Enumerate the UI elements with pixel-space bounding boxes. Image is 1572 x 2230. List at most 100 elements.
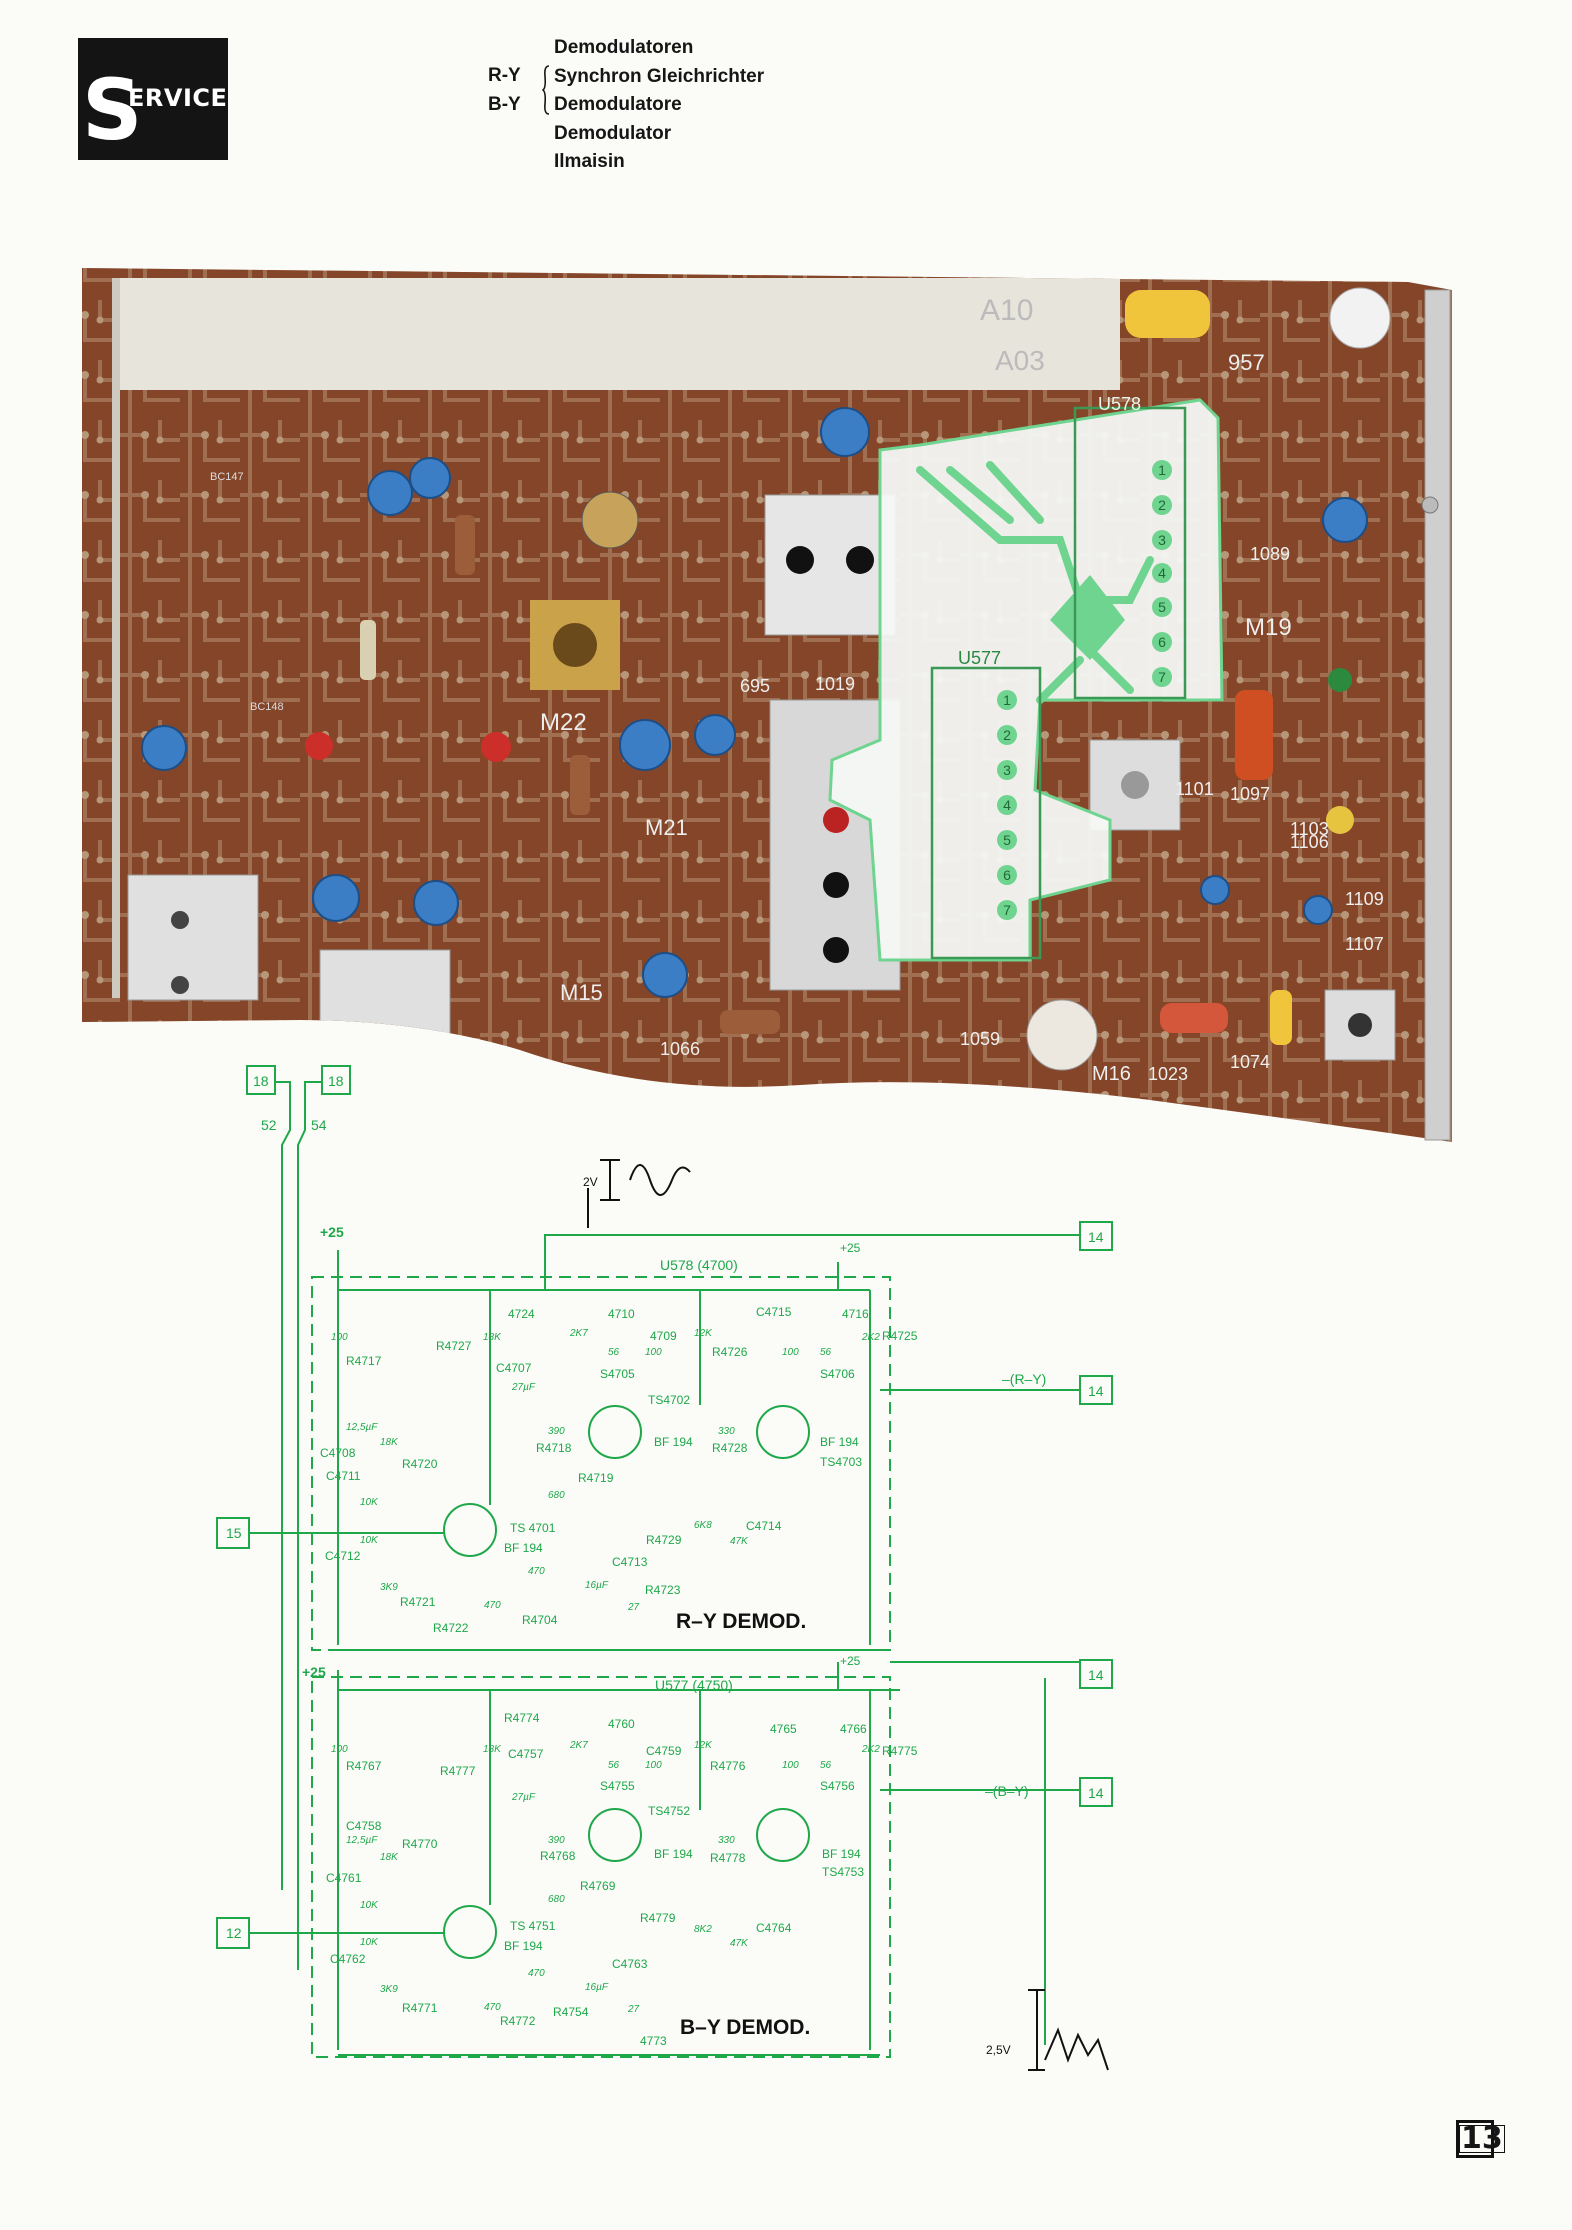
component-label: R4767	[346, 1759, 382, 1773]
component-label: R4723	[645, 1583, 681, 1597]
value-label: 16µF	[585, 1580, 609, 1591]
component-label: BF 194	[822, 1847, 861, 1861]
capacitors	[141, 407, 1368, 998]
connector-label: 18	[328, 1073, 344, 1089]
value-label: 27	[627, 1602, 640, 1613]
supply-label: +25	[302, 1664, 326, 1680]
component-label: BF 194	[820, 1435, 859, 1449]
value-label: 100	[331, 1744, 348, 1755]
component-label: TS4703	[820, 1455, 862, 1469]
value-label: 56	[608, 1347, 620, 1358]
component-label: R4721	[400, 1595, 436, 1609]
component-label: BF 194	[504, 1541, 543, 1555]
pin-label: 2	[1003, 727, 1011, 743]
page-number-text: 13	[1459, 2121, 1505, 2156]
component-label: R4776	[710, 1759, 746, 1773]
component-label: R4754	[553, 2005, 589, 2019]
shield-can	[127, 874, 259, 1001]
value-label: 2K7	[569, 1328, 588, 1339]
pin-label: 4	[1158, 565, 1166, 581]
component-label: R4777	[440, 1764, 476, 1778]
component-label: R4718	[536, 1441, 572, 1455]
supply-label: +25	[320, 1224, 344, 1240]
value-label: 8K2	[694, 1924, 712, 1935]
value-label: 680	[548, 1894, 565, 1905]
photo-label: 1101	[1175, 779, 1214, 799]
amplitude-label: 2,5V	[986, 2043, 1011, 2057]
component-label: BF 194	[654, 1435, 693, 1449]
brace-icon	[542, 65, 550, 115]
photo-label: A10	[980, 294, 1033, 327]
photo-label: 1066	[660, 1039, 700, 1059]
pin-label: 5	[1003, 832, 1011, 848]
service-logo: S ERVICE	[78, 38, 228, 160]
pin-label: 4	[1003, 797, 1011, 813]
value-label: 2K2	[861, 1332, 880, 1343]
photo-label: 1106	[1290, 832, 1329, 852]
component-label: R4729	[646, 1533, 682, 1547]
title-line: Synchron Gleichrichter	[554, 65, 765, 87]
photo-label: 1089	[1250, 544, 1290, 564]
shield-can	[764, 494, 896, 636]
value-label: 56	[820, 1760, 832, 1771]
value-label: 12K	[694, 1740, 713, 1751]
connector-label: 14	[1088, 1383, 1104, 1399]
component-label: R4779	[640, 1911, 676, 1925]
value-label: 10K	[360, 1900, 379, 1911]
value-label: 470	[528, 1968, 545, 1979]
component-label: R4768	[540, 1849, 576, 1863]
component-label: C4764	[756, 1921, 792, 1935]
component-label: TS 4751	[510, 1919, 556, 1933]
value-label: 10K	[360, 1937, 379, 1948]
value-label: 100	[782, 1347, 799, 1358]
photo-label: 1107	[1345, 934, 1384, 954]
value-label: 47K	[730, 1536, 749, 1547]
photo-label: 1059	[960, 1029, 1000, 1049]
value-label: 27µF	[511, 1792, 536, 1803]
output-label: –(R–Y)	[1002, 1371, 1046, 1387]
photo-label: U578	[1098, 394, 1141, 414]
connector-label: 12	[226, 1925, 242, 1941]
photo-label: BC148	[250, 701, 284, 713]
component-label: S4705	[600, 1367, 635, 1381]
component-label: S4755	[600, 1779, 635, 1793]
component-label: 4773	[640, 2034, 667, 2048]
component-label: TS4752	[648, 1804, 690, 1818]
component-label: TS4702	[648, 1393, 690, 1407]
component-label: C4715	[756, 1305, 792, 1319]
photo-label: 695	[740, 676, 770, 696]
component-label: 4724	[508, 1307, 535, 1321]
supply-label: +25	[840, 1241, 861, 1255]
component-label: C4759	[646, 1744, 682, 1758]
component-label: BF 194	[654, 1847, 693, 1861]
value-label: 27µF	[511, 1382, 536, 1393]
value-label: 390	[548, 1426, 565, 1437]
page-number: 13	[1456, 2120, 1505, 2158]
component-label: R4775	[882, 1744, 918, 1758]
value-label: 470	[484, 2002, 501, 2013]
component-label: 4709	[650, 1329, 677, 1343]
connector-strip	[120, 278, 1120, 390]
logo-initial: S	[82, 61, 143, 159]
value-label: 3K9	[380, 1582, 398, 1593]
photo-label: M22	[540, 709, 587, 736]
resistors	[305, 290, 1354, 1045]
photo-label: 1103	[1290, 819, 1329, 839]
title-line: Demodulatore	[554, 94, 682, 115]
component-label: R4774	[504, 1711, 540, 1725]
component-label: R4771	[402, 2001, 438, 2015]
photo-label: M19	[1245, 614, 1292, 641]
component-label: 4766	[840, 1722, 867, 1736]
value-label: 3K9	[380, 1984, 398, 1995]
pcb-photo: A10 A03 957 1019 695 1089 1097 1101 1103…	[82, 268, 1452, 1142]
pin-label: 7	[1158, 669, 1166, 685]
connector-label: 14	[1088, 1229, 1104, 1245]
photo-label: M16	[1092, 1063, 1131, 1085]
title-line: Demodulator	[554, 122, 672, 144]
value-label: 18K	[483, 1744, 502, 1755]
value-label: 100	[782, 1760, 799, 1771]
component-label: TS 4701	[510, 1521, 556, 1535]
value-label: 390	[548, 1835, 565, 1846]
component-label: C4712	[325, 1549, 361, 1563]
module-label: U578 (4700)	[660, 1257, 738, 1273]
